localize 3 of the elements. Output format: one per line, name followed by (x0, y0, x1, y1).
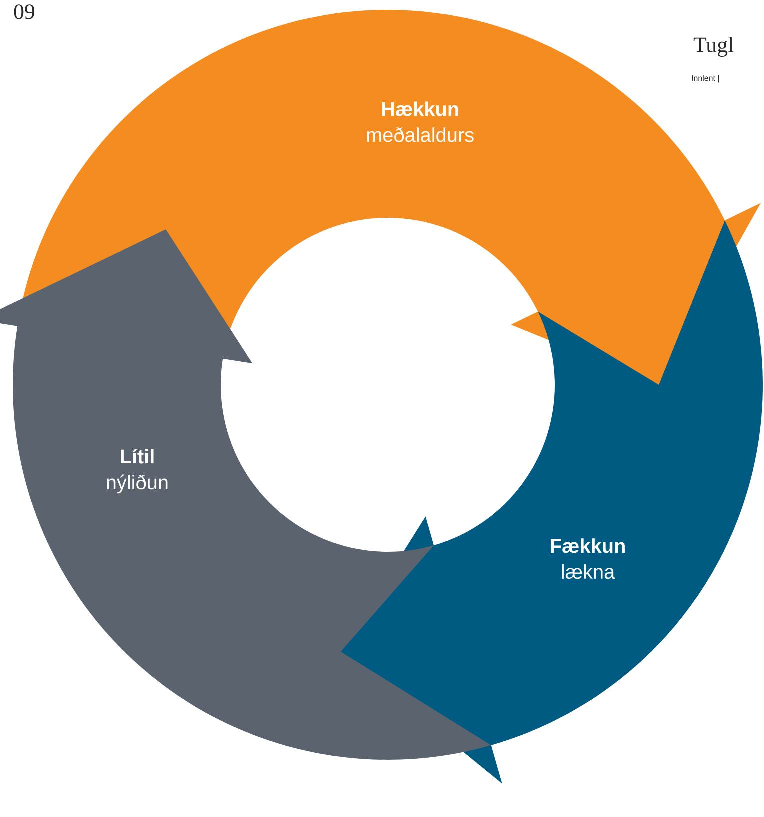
arrow-segment: Fækkun lækna (340, 220, 763, 784)
clipping-text: Tugl (694, 37, 734, 57)
arrow-segment: Lítil nýliðun (0, 230, 492, 760)
